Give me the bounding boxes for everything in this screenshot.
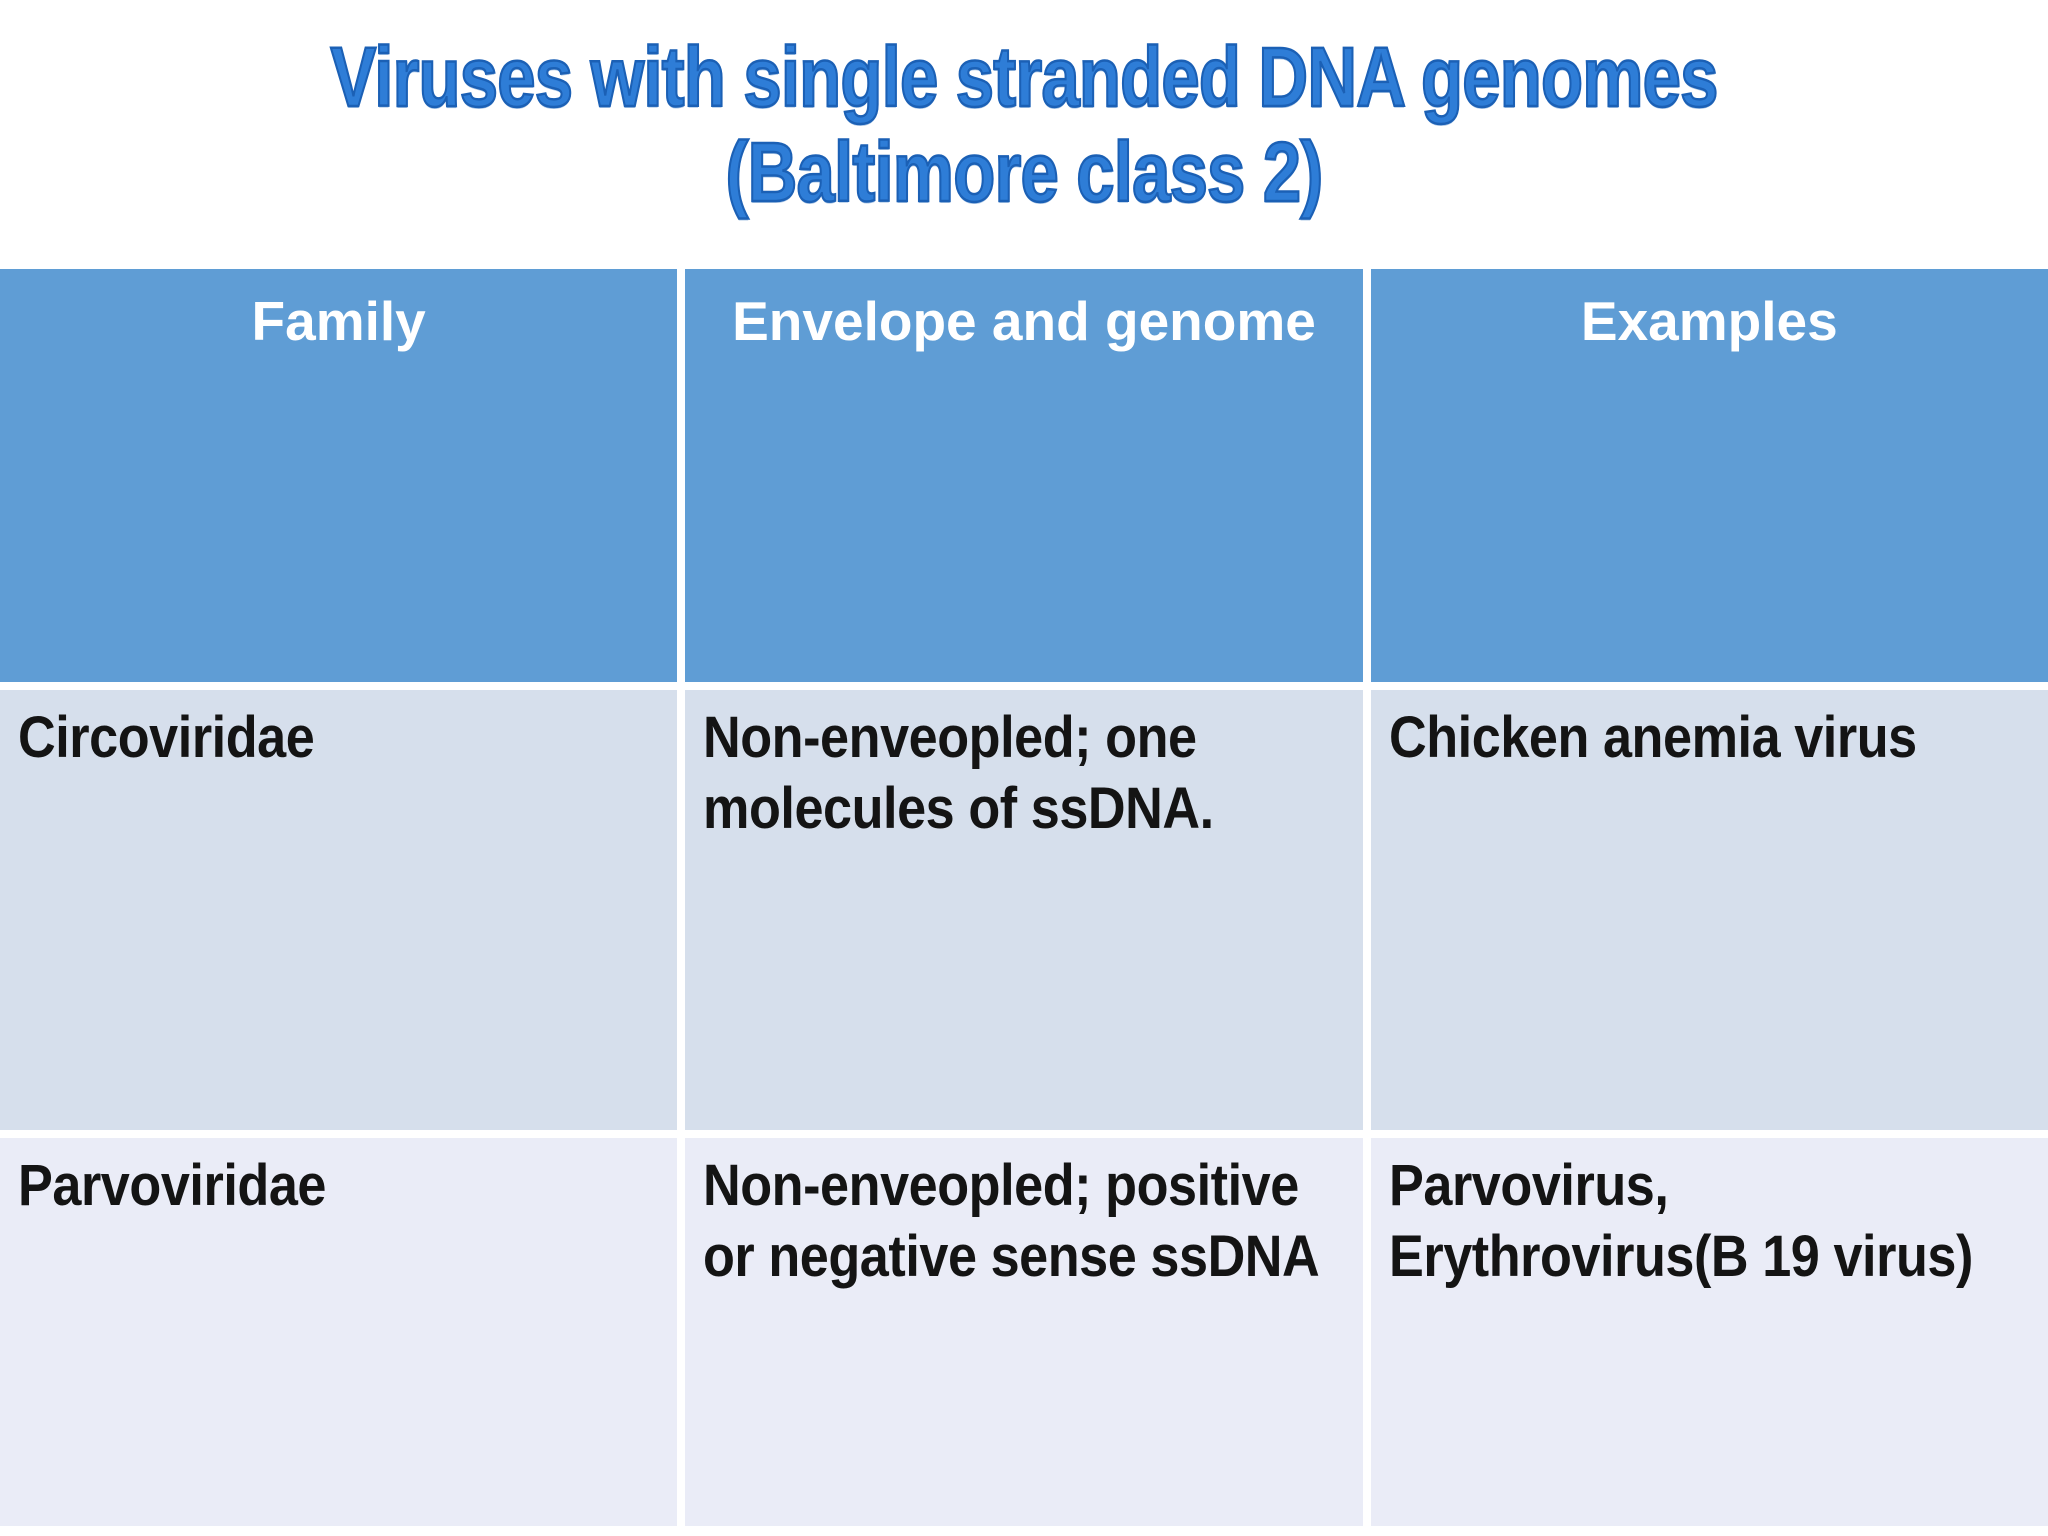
table-row: Chicken anemia virus [1370,690,2048,1130]
slide-title: Viruses with single stranded DNA genomes… [0,29,2048,221]
cell-envelope-genome-circoviridae: Non-enveopled; one molecules of ssDNA. [703,705,1215,841]
cell-envelope-genome-parvoviridae: Non-enveopled; positive or negative sens… [703,1153,1320,1289]
table-row: Non-enveopled; positive or negative sens… [685,1138,1363,1526]
table-row: Parvovirus, Erythrovirus(B 19 virus) [1370,1138,2048,1526]
column-header-family: Family [0,269,678,682]
cell-family-circoviridae: Circoviridae [18,705,315,770]
table-row: Parvoviridae [0,1138,678,1526]
column-header-envelope-genome: Envelope and genome [685,269,1363,682]
virus-family-table: Family Envelope and genome Examples Circ… [0,269,2048,1526]
cell-examples-parvoviridae: Parvovirus, Erythrovirus(B 19 virus) [1388,1153,1973,1289]
column-header-examples: Examples [1370,269,2048,682]
slide-title-line2: (Baltimore class 2) [724,124,1324,221]
table-row: Circoviridae [0,690,678,1130]
slide-title-line1: Viruses with single stranded DNA genomes [329,29,1719,126]
table-row: Non-enveopled; one molecules of ssDNA. [685,690,1363,1130]
cell-examples-circoviridae: Chicken anemia virus [1388,705,1917,770]
cell-family-parvoviridae: Parvoviridae [18,1153,326,1218]
